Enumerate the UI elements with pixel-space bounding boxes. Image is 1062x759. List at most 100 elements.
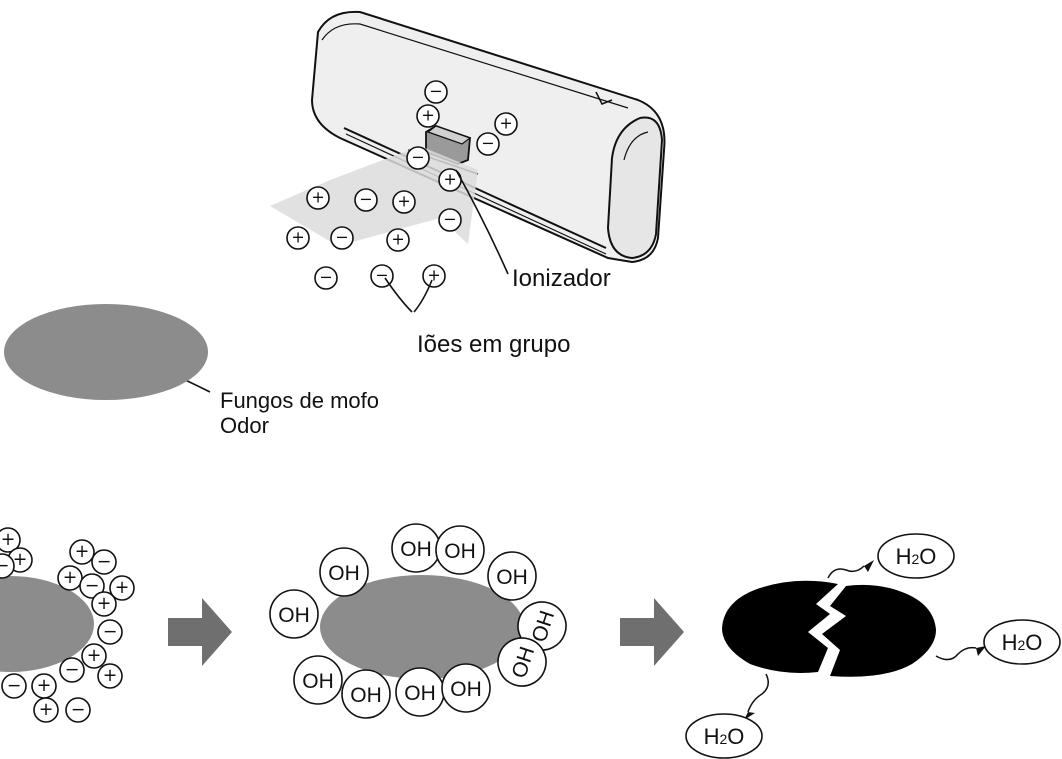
- water-pointer-arrowhead-top: [864, 560, 874, 572]
- positive-ion: +: [306, 186, 330, 210]
- hydroxyl-label: OH: [404, 682, 436, 705]
- negative-ion: −: [314, 266, 338, 290]
- process-arrow-1: [168, 598, 232, 666]
- hydroxyl-molecule: OH: [487, 551, 537, 601]
- mold-particle-stage2: [320, 575, 524, 679]
- negative-ion: −: [424, 80, 448, 104]
- hydroxyl-molecule: OH: [395, 667, 445, 717]
- stage-decomposition: H2O H2O H2O: [685, 533, 1061, 759]
- positive-ion: +: [0, 527, 21, 553]
- mold-particle: [4, 304, 208, 400]
- water-label: H2O: [896, 544, 937, 569]
- ion-sign: −: [319, 268, 332, 287]
- negative-ion: −: [406, 146, 430, 170]
- ion-sign: +: [499, 114, 512, 133]
- ion-sign: −: [481, 134, 494, 153]
- ion-sign: +: [39, 700, 54, 720]
- water-molecule: H2O: [685, 713, 763, 759]
- negative-ion: −: [59, 657, 85, 683]
- hydroxyl-molecule: OH: [319, 547, 369, 597]
- ion-sign: −: [97, 552, 112, 572]
- positive-ion: +: [69, 539, 95, 565]
- ion-sign: +: [443, 170, 456, 189]
- ion-sign: −: [85, 576, 100, 596]
- ion-sign: +: [397, 192, 410, 211]
- ion-sign: −: [359, 190, 372, 209]
- hydroxyl-molecule: OH: [269, 589, 319, 639]
- water-label: H2O: [704, 724, 745, 749]
- ion-sign: −: [429, 82, 442, 101]
- water-molecule: H2O: [983, 619, 1061, 665]
- ion-sign: +: [75, 542, 90, 562]
- hydroxyl-label: OH: [278, 604, 310, 627]
- ion-sign: +: [311, 188, 324, 207]
- hydroxyl-label: OH: [450, 678, 482, 701]
- hydroxyl-molecule: OH: [441, 663, 491, 713]
- positive-ion: +: [494, 112, 518, 136]
- hydroxyl-label: OH: [496, 566, 528, 589]
- positive-ion: +: [109, 575, 135, 601]
- water-molecule: H2O: [877, 533, 955, 579]
- ion-sign: +: [97, 594, 112, 614]
- positive-ion: +: [392, 190, 416, 214]
- ion-sign: +: [37, 676, 52, 696]
- water-pointer-bottom: [747, 673, 769, 713]
- negative-ion: −: [79, 573, 105, 599]
- negative-ion: −: [0, 553, 15, 579]
- water-pointer-arrowhead-right: [976, 646, 986, 656]
- negative-ion: −: [65, 697, 91, 723]
- ion-sign: +: [291, 228, 304, 247]
- clustered-ions: ++−+−+−++−++−+−+−: [0, 527, 135, 723]
- stage-ions-attach: ++−+−+−++−++−+−+−: [0, 527, 135, 723]
- hydroxyl-molecule: OH: [435, 525, 485, 575]
- positive-ion: +: [31, 673, 57, 699]
- water-molecules: H2O H2O H2O: [685, 533, 1061, 759]
- negative-ion: −: [1, 673, 27, 699]
- ion-sign: −: [65, 660, 80, 680]
- ion-cluster-label: Iões em grupo: [417, 331, 570, 358]
- process-arrow-2: [620, 598, 684, 666]
- ion-sign: −: [71, 700, 86, 720]
- hydroxyl-label: OH: [302, 670, 334, 693]
- hydroxyl-label: OH: [328, 562, 360, 585]
- destroyed-particle-right: [822, 584, 936, 677]
- mold-label: Fungos de mofo: [220, 388, 379, 413]
- mold-particle-stage1: [0, 576, 94, 672]
- hydroxyl-molecule: OH: [341, 669, 391, 719]
- ion-sign: +: [1, 530, 16, 550]
- negative-ion: −: [97, 619, 123, 645]
- positive-ion: +: [91, 591, 117, 617]
- hydroxyl-label: OH: [400, 538, 432, 561]
- water-pointer-right: [935, 646, 977, 661]
- negative-ion: −: [438, 208, 462, 232]
- ion-sign: +: [427, 266, 440, 285]
- ion-sign: +: [63, 568, 78, 588]
- ion-sign: −: [443, 210, 456, 229]
- ion-sign: +: [391, 230, 404, 249]
- positive-ion: +: [57, 565, 83, 591]
- negative-ion: −: [330, 226, 354, 250]
- negative-ion: −: [91, 549, 117, 575]
- ion-sign: +: [421, 106, 434, 125]
- ion-sign: −: [7, 676, 22, 696]
- odor-label: Odor: [220, 413, 269, 438]
- positive-ion: +: [286, 226, 310, 250]
- ion-sign: −: [103, 622, 118, 642]
- positive-ion: +: [97, 663, 123, 689]
- destroyed-particle-left: [722, 580, 838, 673]
- hydroxyl-molecule: OH: [497, 637, 547, 687]
- negative-ion: −: [476, 132, 500, 156]
- ion-sign: +: [115, 578, 130, 598]
- hydroxyl-label: OH: [350, 684, 382, 707]
- positive-ion: +: [81, 643, 107, 669]
- ion-sign: −: [0, 556, 9, 576]
- ion-sign: +: [13, 550, 28, 570]
- positive-ion: +: [386, 228, 410, 252]
- positive-ion: +: [33, 697, 59, 723]
- ion-sign: +: [103, 666, 118, 686]
- hydroxyl-label: OH: [444, 540, 476, 563]
